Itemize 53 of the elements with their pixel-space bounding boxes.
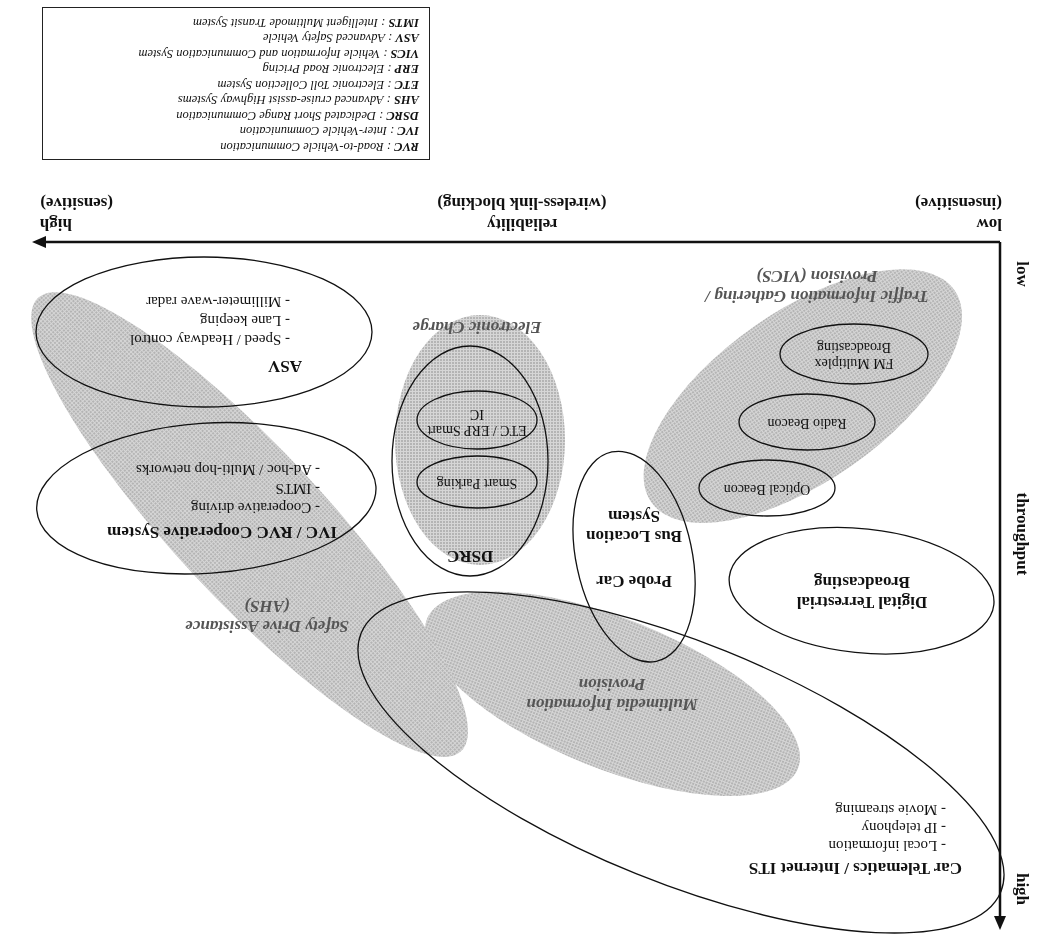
bullet-item: - Millimeter-wave radar <box>145 293 290 310</box>
axis-label: (insensitive) <box>915 193 1002 213</box>
region-label: Traffic Information Gathering / Provision (VICS) <box>703 266 930 306</box>
region-label: Electronic Charge <box>411 317 543 337</box>
node-title: Bus Location System <box>585 506 683 546</box>
ellipse-node <box>699 460 835 516</box>
bullet-item: - Ad-hoc / Multi-hop networks <box>134 461 320 478</box>
node-label: ETC / ERP Smart IC <box>427 405 527 438</box>
ellipse-node <box>358 591 1005 933</box>
axis-label: throughput <box>1012 492 1033 576</box>
ellipse-node <box>417 456 537 508</box>
region-label: Safety Drive Assistance (AHS) <box>184 596 350 636</box>
bullet-item: - IMTS <box>274 480 320 497</box>
node-label: Radio Beacon <box>766 415 848 431</box>
bullet-item: - Local information <box>827 837 946 854</box>
ellipse-node <box>36 257 372 407</box>
axis-label: low <box>1012 261 1033 287</box>
abbreviation-entry: AHS : Advanced cruise-assist Highway Systems <box>176 92 419 108</box>
axis-label: high <box>39 214 72 234</box>
ellipse-node <box>392 346 548 576</box>
bullet-item: - Lane keeping <box>199 312 290 329</box>
abbreviation-entry: ETC : Electronic Toll Collection System <box>216 77 419 92</box>
axis-label: high <box>1011 872 1032 906</box>
axis-label: (sensitive) <box>40 193 113 213</box>
ellipse-node <box>780 324 928 384</box>
node-title: Digital Terrestrial Broadcasting <box>795 572 929 612</box>
node-title: DSRC <box>445 546 495 566</box>
abbreviation-entry: IVC : Inter-Vehicle Communication <box>238 123 419 139</box>
abbreviation-entry: ERP : Electronic Road Pricing <box>261 61 419 77</box>
abbreviation-entry: DSRC : Dedicated Short Range Communication <box>175 108 419 123</box>
node-label: Optical Beacon <box>722 481 812 497</box>
node-title: IVC / RVC Cooperative System <box>106 522 337 542</box>
node-title: Probe Car <box>595 571 673 591</box>
bullet-item: - Cooperative driving <box>189 499 320 516</box>
abbreviation-entry: RVC : Road-to-Vehicle Communication <box>219 139 419 154</box>
node-title: ASV <box>267 356 302 376</box>
abbreviation-entry: ASV : Advanced Safety Vehicle <box>262 30 419 46</box>
axis-label: (wireless-link blocking) <box>437 193 607 213</box>
abbreviation-entry: IMTS : Intelligent Multimode Transit System <box>191 15 419 30</box>
axis-label: reliability <box>487 214 558 234</box>
abbreviation-entry: VICS : Vehicle Information and Communication System <box>137 46 419 61</box>
axis-label: low <box>976 214 1002 234</box>
bullet-item: - IP telephony <box>860 819 946 836</box>
ellipse-node <box>573 451 695 663</box>
region-label: Multimedia Information Provision <box>525 674 699 714</box>
ellipse-node <box>729 527 995 655</box>
node-title: Car Telematics / Internet ITS <box>747 858 962 878</box>
ellipse-node <box>417 391 537 449</box>
ellipse-node <box>739 394 875 450</box>
bullet-item: - Movie streaming <box>834 801 946 818</box>
node-label: FM Multiplex Broadcasting <box>813 338 895 371</box>
bullet-item: - Speed / Headway control <box>129 331 290 348</box>
node-label: Smart Parking <box>435 475 519 491</box>
